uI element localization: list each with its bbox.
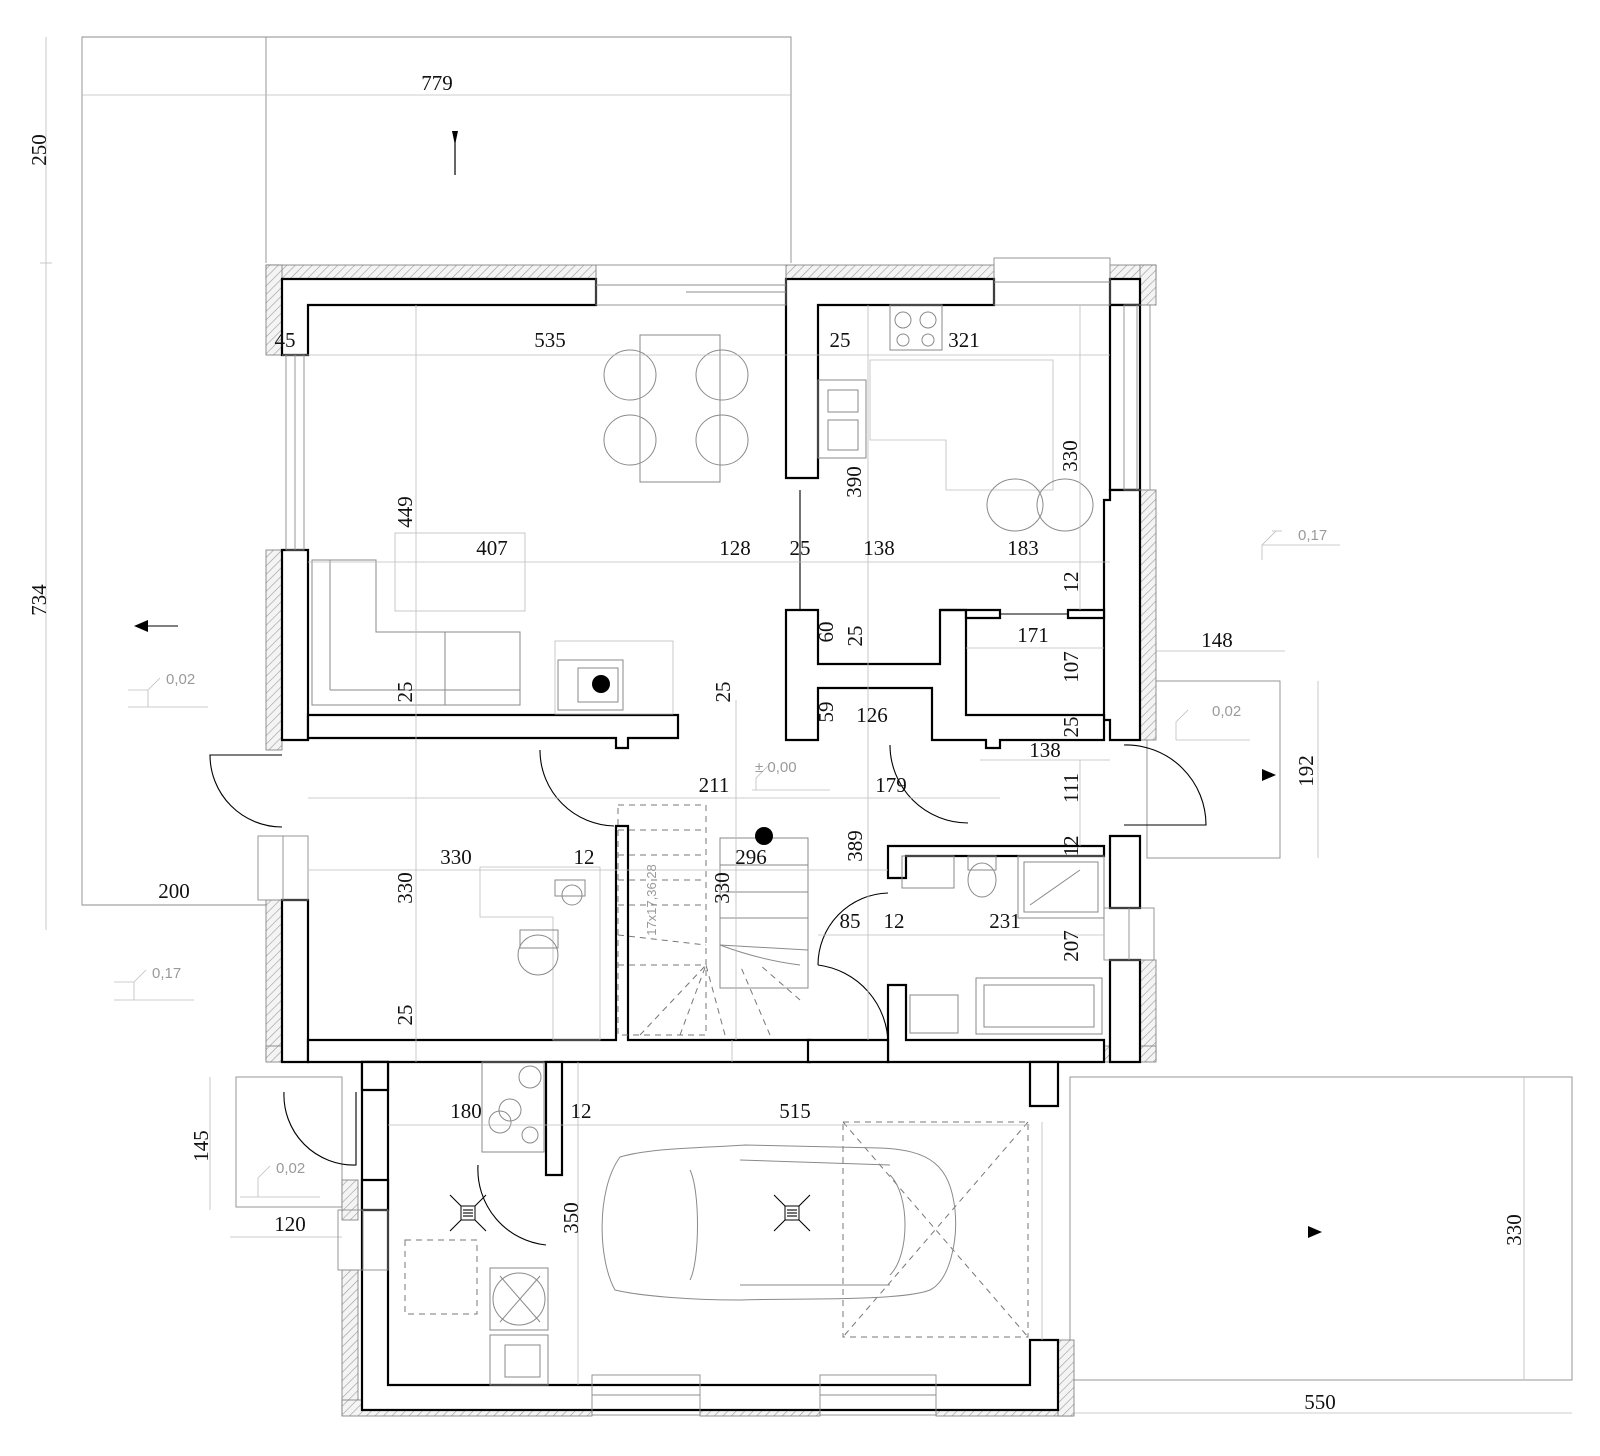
- floor-drain-icon: [449, 1194, 811, 1232]
- living-dimensions: 45 535 449 407 128 25 25 25: [275, 328, 811, 703]
- bath-wall-12-top-label: 12: [1059, 836, 1083, 857]
- level-east-landing-label: 0,02: [1212, 703, 1241, 720]
- kitchen-wall-12-label: 12: [1059, 572, 1083, 593]
- office-width-label: 330: [440, 845, 472, 869]
- level-ground-label: ± 0,00: [755, 759, 797, 776]
- doors: [209, 490, 1207, 1246]
- garage-terrace-width-label: 550: [1304, 1390, 1336, 1414]
- hall-dimensions: 138 111 211 179 389 296 330: [699, 738, 1083, 904]
- wall-25c-label: 25: [711, 682, 735, 703]
- pantry-25-label: 25: [843, 626, 867, 647]
- office-wall-25-label: 25: [393, 1005, 417, 1026]
- level-markers: [114, 131, 1340, 1238]
- level-east-terrace-label: 0,17: [1298, 527, 1327, 544]
- dining-set: [603, 334, 749, 483]
- chimney-dot-icon: [755, 827, 773, 845]
- pantry-59-label: 59: [814, 702, 838, 723]
- pantry-171-label: 171: [1017, 623, 1049, 647]
- bath-width-label: 231: [989, 909, 1021, 933]
- wall-45-label: 45: [275, 328, 296, 352]
- garage-depth-label: 350: [559, 1202, 583, 1234]
- hall-211-label: 211: [699, 773, 730, 797]
- pantry-25b-label: 25: [1059, 717, 1083, 738]
- right-landing-width-label: 148: [1201, 628, 1233, 652]
- wall-insulation: [265, 264, 1157, 1417]
- garage-dimensions: 180 12 515 350: [450, 1099, 811, 1234]
- car-outline: [601, 1144, 957, 1301]
- level-west-terrace-label: 0,17: [152, 965, 181, 982]
- hall-138-label: 138: [1029, 738, 1061, 762]
- living-depth-label: 449: [393, 496, 417, 528]
- bathroom-fixtures: [901, 855, 1105, 1035]
- kitchen-wall-25-label: 25: [830, 328, 851, 352]
- pantry-dimensions: 60 25 171 107 59 126 25: [814, 622, 1083, 738]
- overall-left-depth-label: 734: [27, 584, 51, 616]
- bath-85-label: 85: [840, 909, 861, 933]
- office-wall-12-label: 12: [574, 845, 595, 869]
- kitchen-depth-label: 330: [1058, 440, 1082, 472]
- kitchen-183-label: 183: [1007, 536, 1039, 560]
- pantry-107-label: 107: [1059, 651, 1083, 683]
- office-depth-label: 330: [393, 872, 417, 904]
- level-labels: ± 0,00 0,02 0,17 0,17 0,02 0,02: [152, 527, 1327, 1177]
- kitchen-furniture: [817, 304, 1094, 532]
- wall-25b-label: 25: [393, 682, 417, 703]
- bath-wall-12-label: 12: [884, 909, 905, 933]
- span-128-label: 128: [719, 536, 751, 560]
- right-landing-depth-label: 192: [1294, 755, 1318, 787]
- living-width-label: 535: [534, 328, 566, 352]
- pantry-126-label: 126: [856, 703, 888, 727]
- site-outline: [40, 36, 1573, 1414]
- garage-contents: [388, 1061, 1043, 1386]
- outer-dimensions: 779 250 734 200 145 120 148 192 330 550: [27, 71, 1526, 1414]
- garage-wall-12-label: 12: [571, 1099, 592, 1123]
- dimension-lines: [282, 305, 1110, 1062]
- kitchen-138-label: 138: [863, 536, 895, 560]
- stair-label: 17x17,36 28: [644, 864, 659, 936]
- hall-330-label: 330: [710, 872, 734, 904]
- terrace-top-width-label: 779: [421, 71, 453, 95]
- entrance-step-width-label: 120: [274, 1212, 306, 1236]
- bath-depth-label: 207: [1059, 930, 1083, 962]
- wall-25a-label: 25: [790, 536, 811, 560]
- hall-296-label: 296: [735, 845, 767, 869]
- windows: [257, 257, 1155, 1416]
- terrace-top-depth-label: 250: [27, 134, 51, 166]
- entrance-step-depth-label: 145: [189, 1130, 213, 1162]
- fireplace-icon: [592, 675, 610, 693]
- pantry-60-label: 60: [814, 622, 838, 643]
- hall-179-label: 179: [875, 773, 907, 797]
- office-furniture: [479, 866, 601, 1041]
- level-north-terrace-label: 0,02: [166, 671, 195, 688]
- utility-180-label: 180: [450, 1099, 482, 1123]
- garage-terrace-depth-label: 330: [1502, 1214, 1526, 1246]
- terrace-left-offset-label: 200: [158, 879, 190, 903]
- sofa-depth-label: 407: [476, 536, 508, 560]
- kitchen-width-label: 321: [948, 328, 980, 352]
- level-entrance-step-label: 0,02: [276, 1160, 305, 1177]
- hall-111-label: 111: [1059, 773, 1083, 803]
- living-furniture: [311, 532, 674, 715]
- bath-dimensions: 12 85 12 231 207: [840, 836, 1084, 962]
- kitchen-390-label: 390: [842, 466, 866, 498]
- office-dimensions: 330 12 330 25: [393, 845, 595, 1026]
- hall-389-label: 389: [843, 830, 867, 862]
- kitchen-dimensions: 25 321 330 390 138 183 12: [830, 328, 1084, 593]
- garage-width-label: 515: [779, 1099, 811, 1123]
